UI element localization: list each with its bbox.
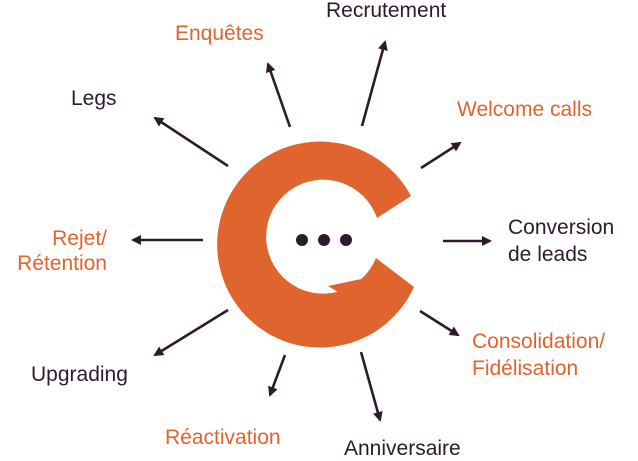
- label-line: Enquêtes: [175, 22, 264, 45]
- label-welcome-calls: Welcome calls: [457, 97, 592, 122]
- arrow-consolidation: [419, 309, 460, 337]
- label-reactivation: Réactivation: [165, 425, 281, 450]
- label-recrutement: Recrutement: [326, 0, 446, 23]
- arrow-reactivation: [268, 354, 287, 397]
- label-line: Recrutement: [326, 0, 447, 22]
- arrow-welcome-calls: [420, 141, 462, 170]
- label-line: Legs: [71, 87, 117, 110]
- label-legs: Legs: [71, 86, 117, 111]
- label-line: Upgrading: [31, 363, 128, 386]
- label-line: de leads: [508, 243, 588, 266]
- label-anniversaire: Anniversaire: [344, 436, 461, 461]
- arrow-enquetes: [265, 62, 292, 128]
- label-line: Welcome calls: [457, 98, 592, 121]
- label-enquetes: Enquêtes: [175, 21, 264, 46]
- arrow-anniversaire: [359, 351, 383, 422]
- arrow-legs: [153, 116, 229, 168]
- label-line: Anniversaire: [344, 437, 461, 460]
- label-line: Conversion: [508, 216, 615, 239]
- label-line: Consolidation/: [472, 330, 606, 353]
- label-consolidation: Consolidation/ Fidélisation: [472, 328, 605, 382]
- chat-bubble-c-icon: [217, 141, 414, 348]
- dot-1: [296, 234, 308, 246]
- arrow-upgrading: [153, 308, 229, 357]
- arrow-recrutement: [360, 40, 388, 127]
- dot-2: [318, 234, 330, 246]
- bubble-tail: [328, 278, 374, 314]
- label-conversion: Conversion de leads: [508, 214, 614, 268]
- label-line: Réactivation: [165, 426, 281, 449]
- label-line: Rejet/: [52, 227, 107, 250]
- label-line: Fidélisation: [472, 357, 579, 380]
- label-line: Rétention: [17, 252, 107, 275]
- label-rejet: Rejet/ Rétention: [0, 226, 107, 276]
- label-upgrading: Upgrading: [31, 362, 128, 387]
- dot-3: [340, 234, 352, 246]
- c-ring: [217, 141, 414, 348]
